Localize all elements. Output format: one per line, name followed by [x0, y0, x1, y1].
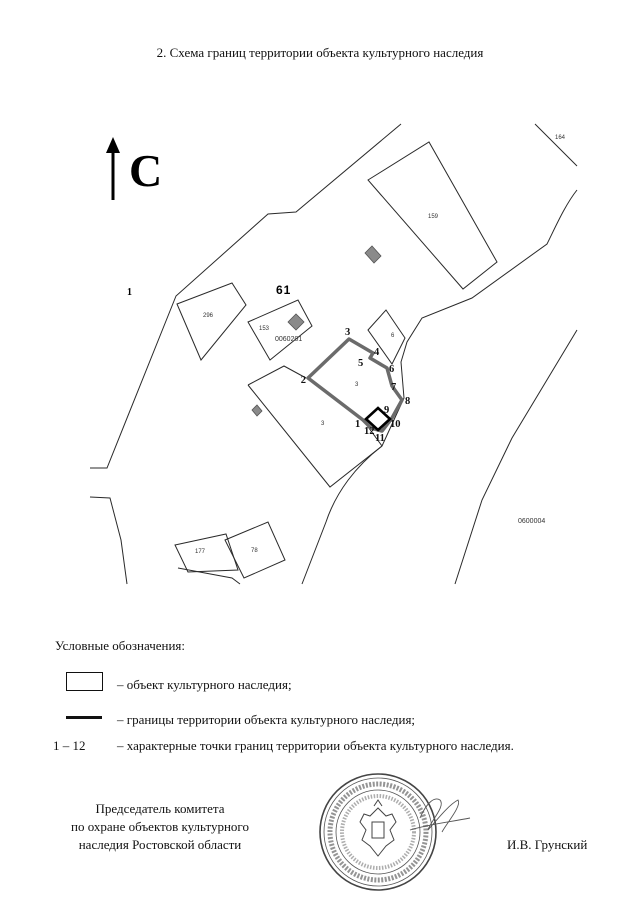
- north-arrow: С: [106, 137, 162, 200]
- signatory-position-line: по охране объектов культурного: [71, 819, 249, 834]
- seal-lettering-ring: [340, 794, 416, 870]
- signatory-position-line: наследия Ростовской области: [78, 837, 242, 852]
- parcel-boundary-line: [90, 123, 402, 469]
- parcel-177: [174, 533, 239, 573]
- boundary-point-label: 6: [389, 364, 394, 375]
- seal-lettering-ring: [327, 781, 429, 883]
- signatory-position: Председатель комитета по охране объектов…: [30, 800, 290, 854]
- road-boundary-line: [454, 329, 578, 585]
- legend-boundary-symbol: [66, 716, 102, 719]
- building: [287, 313, 305, 331]
- parcel-label: 164: [555, 135, 566, 141]
- seal-outer-ring: [319, 773, 437, 891]
- parcel-label: 3: [355, 382, 359, 388]
- parcel-label: 6: [391, 333, 395, 339]
- boundary-point-label: 12: [364, 426, 375, 437]
- signatory-name: И.В. Грунский: [507, 837, 588, 852]
- parcel-boundary-line: [301, 189, 578, 585]
- parcel-153: [247, 299, 313, 361]
- boundary-point-label: 4: [374, 347, 380, 358]
- boundary-point-label: 10: [390, 419, 401, 430]
- cadastral-quarter-label: 0600004: [518, 518, 545, 525]
- boundary-point-label: 1: [355, 419, 360, 430]
- legend-object-symbol: [66, 672, 103, 691]
- block-number-label: 61: [276, 283, 291, 297]
- handwritten-signature: [409, 798, 471, 833]
- legend-heading: Условные обозначения:: [55, 638, 186, 653]
- legend-points-text: – характерные точки границ территории об…: [117, 738, 514, 753]
- boundary-point-label: 11: [375, 433, 385, 444]
- parcel-label: 1: [127, 287, 132, 298]
- parcel-label: 78: [251, 548, 258, 554]
- parcel-label: 159: [428, 214, 439, 220]
- document-title: 2. Схема границ территории объекта культ…: [156, 45, 484, 60]
- building: [364, 245, 382, 264]
- legend-points-range: 1 – 12: [53, 738, 86, 753]
- legend-object-text: – объект культурного наследия;: [117, 677, 292, 692]
- cadastral-quarter-label: 0060201: [275, 336, 302, 343]
- territory-boundary: [306, 337, 404, 433]
- boundary-point-label: 9: [384, 405, 389, 416]
- official-seal: [319, 773, 471, 891]
- parcel-label: 3: [321, 421, 325, 427]
- north-arrow-head: [106, 137, 120, 153]
- parcel-6: [367, 309, 406, 365]
- boundary-point-label: 3: [345, 327, 350, 338]
- parcel-label: 153: [259, 326, 270, 332]
- boundary-point-label: 2: [301, 375, 306, 386]
- parcel-159: [367, 141, 498, 290]
- parcel-296: [176, 282, 247, 361]
- seal-ring: [335, 789, 421, 875]
- parcel-78: [224, 521, 286, 579]
- cadastral-map: С 1 296 153 61 0060201 159 164 6 3 3 060…: [89, 123, 578, 585]
- legend-boundary-text: – границы территории объекта культурного…: [117, 712, 416, 727]
- parcel-boundary-line: [89, 496, 128, 585]
- parcel-boundary-line: [534, 123, 578, 167]
- north-label: С: [129, 145, 162, 196]
- heritage-object-outline: [364, 406, 392, 432]
- parcel-label: 296: [203, 313, 214, 319]
- building: [251, 404, 263, 417]
- seal-emblem-icon: [359, 799, 397, 857]
- seal-ring: [323, 777, 433, 887]
- boundary-point-label: 5: [358, 358, 363, 369]
- boundary-point-label: 8: [405, 396, 410, 407]
- parcel-label: 177: [195, 549, 206, 555]
- boundary-point-label: 7: [391, 382, 396, 393]
- signatory-position-line: Председатель комитета: [95, 801, 225, 816]
